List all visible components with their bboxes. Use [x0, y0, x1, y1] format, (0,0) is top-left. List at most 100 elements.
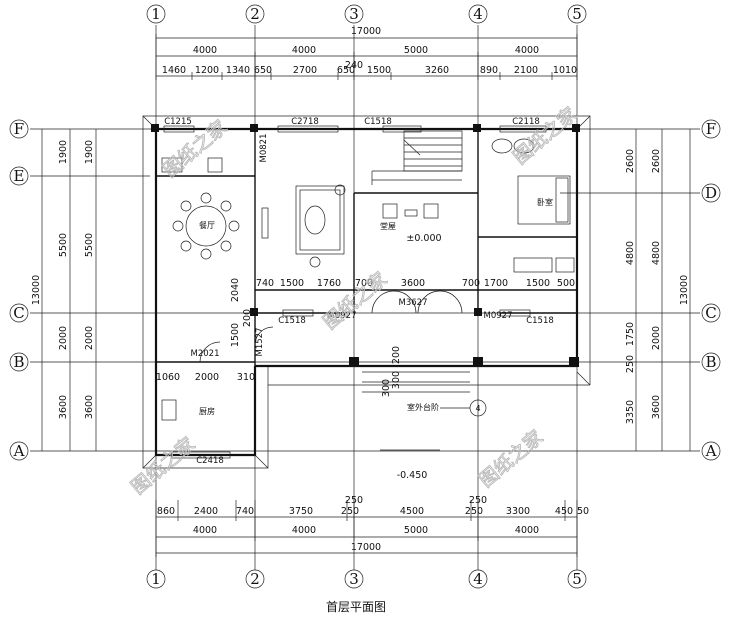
- svg-text:M3627: M3627: [399, 298, 428, 308]
- svg-text:2040: 2040: [230, 278, 241, 302]
- svg-text:4: 4: [473, 5, 483, 23]
- svg-text:C: C: [705, 304, 716, 322]
- svg-text:650: 650: [254, 65, 272, 76]
- svg-text:250: 250: [465, 506, 483, 517]
- axis-bubble-A-left: A: [9, 441, 29, 461]
- svg-text:2000: 2000: [58, 326, 69, 350]
- svg-text:3600: 3600: [401, 278, 425, 289]
- svg-text:M0927: M0927: [328, 311, 357, 321]
- svg-text:M0927: M0927: [484, 311, 513, 321]
- axis-bubble-4-bottom: 4: [468, 569, 488, 589]
- svg-text:C2718: C2718: [291, 117, 319, 127]
- svg-text:50: 50: [577, 506, 589, 517]
- svg-text:5500: 5500: [58, 233, 69, 257]
- svg-text:B: B: [705, 353, 716, 371]
- svg-text:700: 700: [355, 278, 373, 289]
- axis-bubble-B-right: B: [701, 352, 721, 372]
- svg-text:1700: 1700: [484, 278, 508, 289]
- room-kitchen: 厨房: [199, 406, 215, 416]
- svg-text:5000: 5000: [404, 525, 428, 536]
- room-bedroom: 卧室: [537, 197, 553, 207]
- svg-text:1500: 1500: [526, 278, 550, 289]
- svg-text:2000: 2000: [651, 326, 662, 350]
- openings-graphics: [163, 125, 547, 459]
- axis-bubble-D-right: D: [701, 183, 721, 203]
- svg-text:4000: 4000: [193, 45, 217, 56]
- svg-text:A: A: [705, 442, 717, 460]
- svg-text:4800: 4800: [651, 241, 662, 265]
- svg-text:3600: 3600: [651, 395, 662, 419]
- svg-text:4000: 4000: [515, 45, 539, 56]
- svg-text:13000: 13000: [31, 275, 42, 305]
- right-dimensions: 2600 4800 1750 250 3350 2600 4800 2000 3…: [625, 129, 691, 451]
- svg-text:13000: 13000: [679, 275, 690, 305]
- axis-bubble-3-top: 3: [344, 4, 364, 24]
- svg-text:图纸之家: 图纸之家: [475, 426, 547, 492]
- axis-bubbles: 1 2 3 4 5 1 2 3 4 5 F E C B A F D C B A: [9, 4, 721, 589]
- svg-text:D: D: [705, 184, 717, 202]
- svg-text:860: 860: [157, 506, 175, 517]
- kitchen-fixtures: [161, 157, 269, 421]
- svg-text:1500: 1500: [367, 65, 391, 76]
- svg-text:4000: 4000: [292, 525, 316, 536]
- svg-text:M0821: M0821: [259, 134, 269, 163]
- svg-text:5000: 5000: [404, 45, 428, 56]
- svg-text:1340: 1340: [226, 65, 250, 76]
- dining-table: [172, 192, 240, 260]
- svg-text:4000: 4000: [292, 45, 316, 56]
- svg-text:700: 700: [462, 278, 480, 289]
- svg-text:3600: 3600: [58, 395, 69, 419]
- svg-text:C1518: C1518: [526, 316, 554, 326]
- bottom-dimensions: 250 250 860 2400 740 3750 250 4500 250 3…: [155, 495, 589, 557]
- top-dimensions: 17000 4000 4000 5000 4000 240 1460 1200 …: [155, 26, 578, 80]
- axis-bubble-2-top: 2: [245, 4, 265, 24]
- svg-text:A: A: [13, 442, 25, 460]
- svg-text:890: 890: [480, 65, 498, 76]
- svg-text:1750: 1750: [625, 322, 636, 346]
- axis-bubble-5-top: 5: [567, 4, 587, 24]
- svg-text:4000: 4000: [193, 525, 217, 536]
- axis-bubble-2-bottom: 2: [245, 569, 265, 589]
- svg-text:250: 250: [345, 495, 363, 506]
- svg-text:3600: 3600: [84, 395, 95, 419]
- svg-text:C1518: C1518: [364, 117, 392, 127]
- svg-text:图纸之家: 图纸之家: [127, 433, 199, 499]
- walls: [154, 127, 579, 457]
- svg-text:250: 250: [625, 355, 636, 373]
- axis-bubble-F-left: F: [9, 119, 29, 139]
- staircase: [371, 130, 463, 185]
- svg-text:1060: 1060: [156, 372, 180, 383]
- outdoor-steps-label: 室外台阶: [407, 402, 439, 412]
- outdoor-steps: [362, 371, 487, 451]
- bottom-total-dim: 17000: [351, 542, 381, 553]
- svg-text:M2021: M2021: [191, 349, 220, 359]
- svg-text:250: 250: [341, 506, 359, 517]
- svg-text:3: 3: [349, 5, 359, 23]
- svg-text:1760: 1760: [317, 278, 341, 289]
- svg-text:240: 240: [345, 60, 363, 71]
- svg-text:B: B: [13, 353, 24, 371]
- axis-bubble-C-right: C: [701, 303, 721, 323]
- svg-text:F: F: [706, 120, 716, 138]
- svg-text:2000: 2000: [195, 372, 219, 383]
- svg-text:1500: 1500: [230, 323, 241, 347]
- svg-text:4: 4: [473, 570, 483, 588]
- top-total-dim: 17000: [351, 26, 381, 37]
- svg-text:650: 650: [337, 65, 355, 76]
- drawing-title: 首层平面图: [326, 600, 386, 614]
- inner-dimensions: 740 1500 1760 700 3600 700 1700 1500 500…: [156, 278, 575, 397]
- room-hall: 堂屋: [380, 221, 396, 231]
- svg-text:2600: 2600: [625, 149, 636, 173]
- svg-text:E: E: [14, 167, 25, 185]
- svg-text:3: 3: [349, 570, 359, 588]
- level-outside: -0.450: [397, 470, 428, 481]
- axis-bubble-5-bottom: 5: [567, 569, 587, 589]
- axis-bubble-F-right: F: [701, 119, 721, 139]
- svg-text:2400: 2400: [194, 506, 218, 517]
- svg-text:3260: 3260: [425, 65, 449, 76]
- svg-text:4800: 4800: [625, 241, 636, 265]
- svg-text:300: 300: [381, 379, 392, 397]
- svg-text:4500: 4500: [400, 506, 424, 517]
- steps-index: 4: [475, 404, 480, 413]
